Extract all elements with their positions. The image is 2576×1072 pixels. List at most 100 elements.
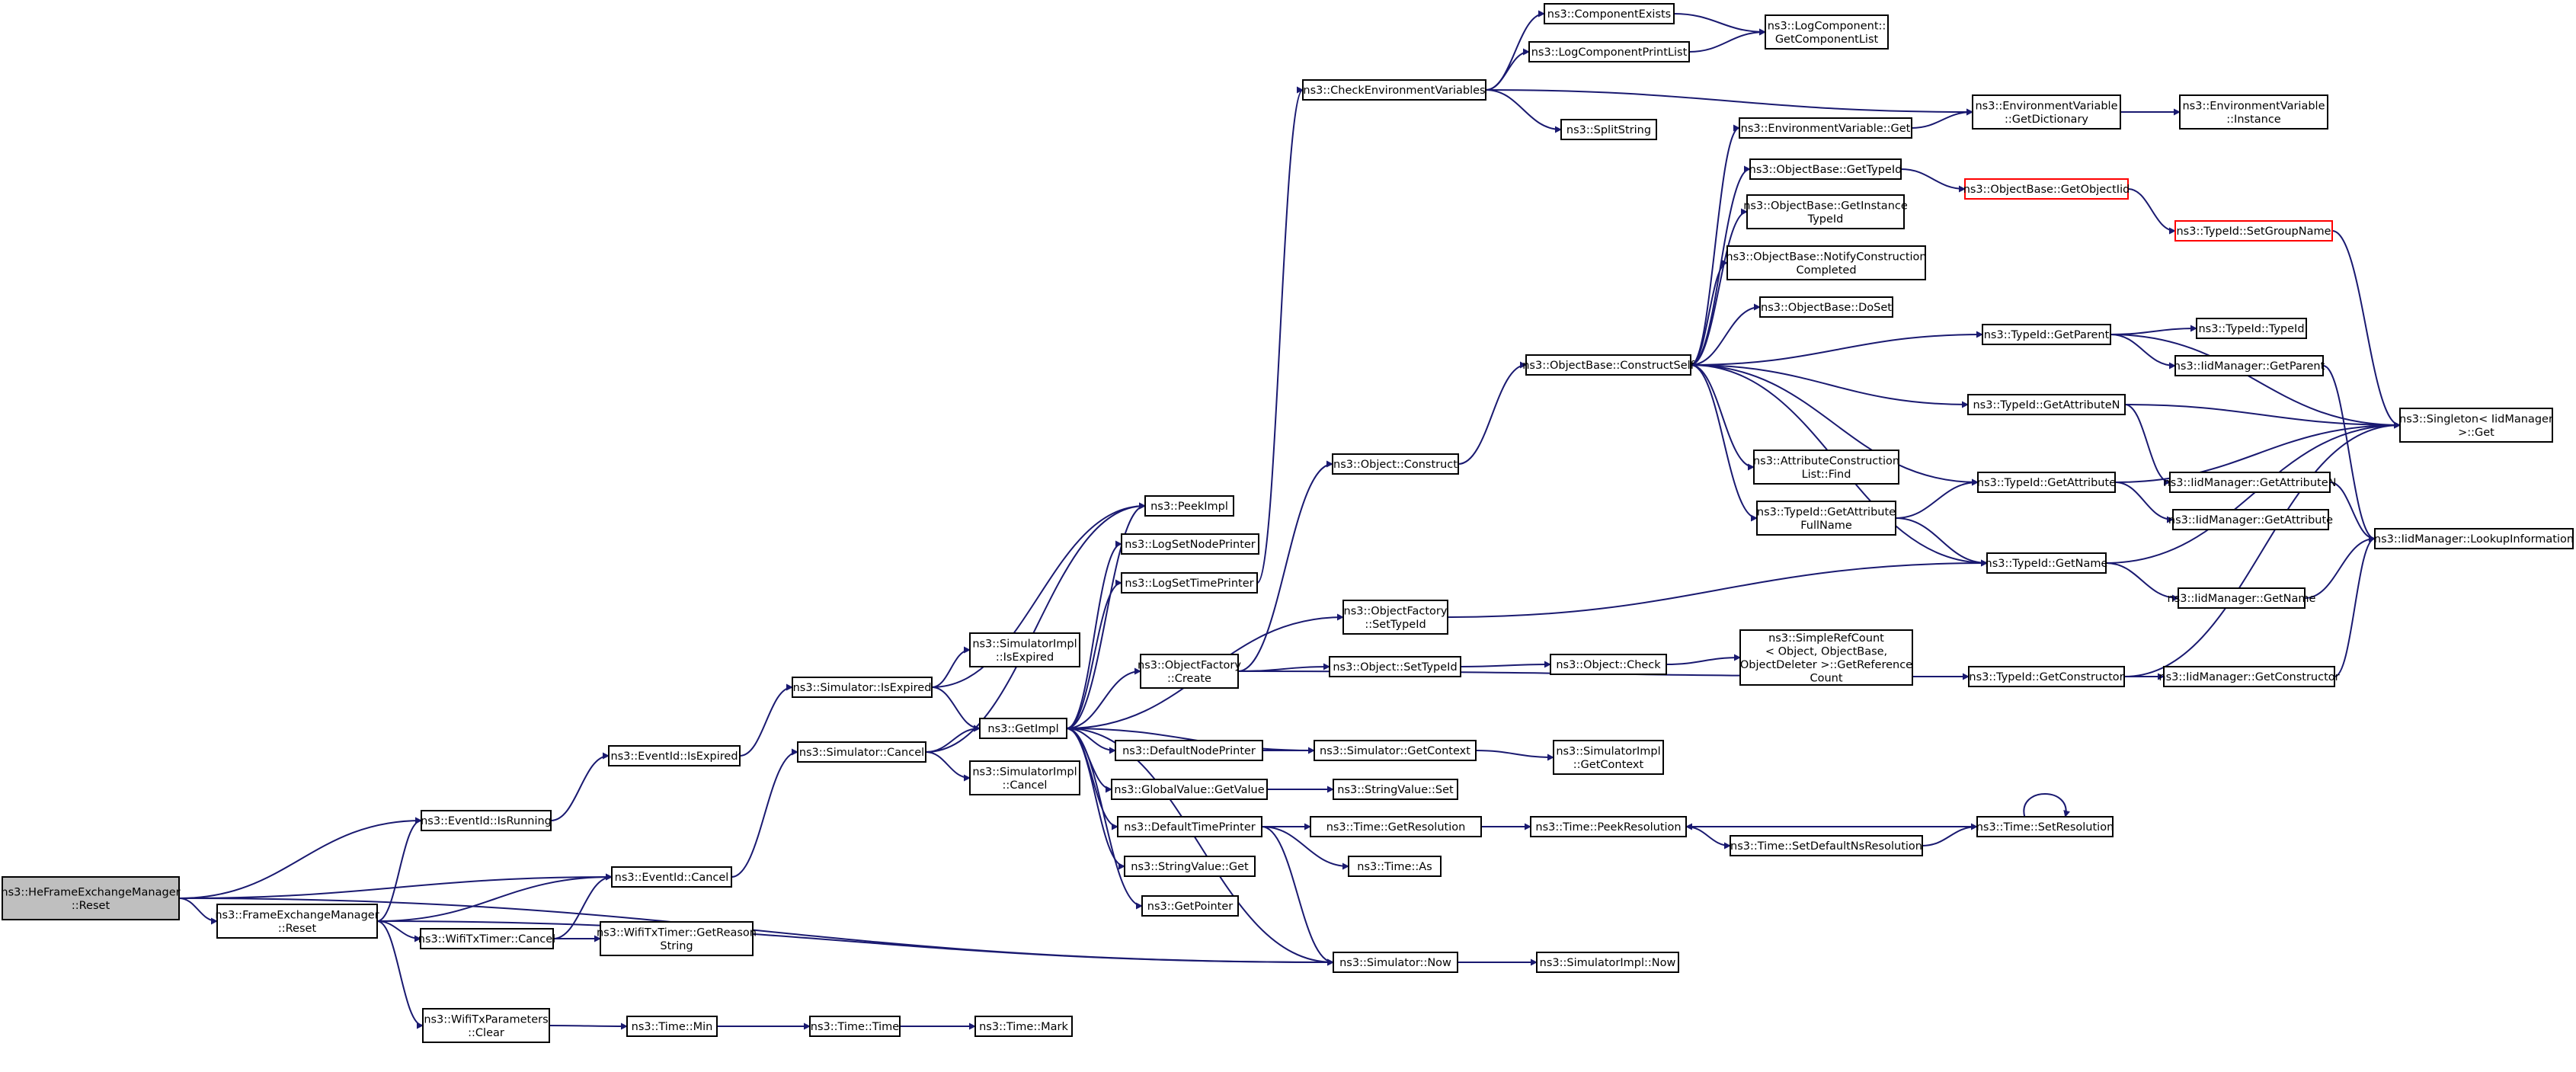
node-peek-impl[interactable]: ns3::PeekImpl (1144, 495, 1234, 517)
node-obj-base-construct-self[interactable]: ns3::ObjectBase::ConstructSelf (1522, 354, 1695, 376)
node-box (1141, 895, 1239, 917)
call-edge-iid-mgr-get-constructor-to-iid-mgr-lookup-info (2334, 535, 2376, 677)
node-type-id-get-parent[interactable]: ns3::TypeId::GetParent (1982, 324, 2111, 345)
node-iid-mgr-lookup-info[interactable]: ns3::IidManager::LookupInformation (2374, 528, 2574, 549)
node-log-set-time-printer[interactable]: ns3::LogSetTimePrinter (1121, 572, 1258, 594)
node-iid-mgr-get-constructor[interactable]: ns3::IidManager::GetConstructor (2158, 666, 2340, 687)
node-iid-mgr-get-attribute[interactable]: ns3::IidManager::GetAttribute (2168, 509, 2333, 530)
node-log-set-node-printer[interactable]: ns3::LogSetNodePrinter (1121, 533, 1259, 555)
node-time-time[interactable]: ns3::Time::Time (809, 1016, 901, 1037)
node-type-id-type-id[interactable]: ns3::TypeId::TypeId (2196, 318, 2307, 339)
node-type-id-set-group-name[interactable]: ns3::TypeId::SetGroupName (2174, 220, 2333, 242)
node-time-get-resolution[interactable]: ns3::Time::GetResolution (1310, 816, 1482, 837)
node-sim-cancel[interactable]: ns3::Simulator::Cancel (797, 741, 926, 763)
node-label: ns3::Object::Construct (1333, 459, 1458, 471)
node-sim-impl-now[interactable]: ns3::SimulatorImpl::Now (1536, 952, 1679, 973)
node-iid-mgr-get-parent[interactable]: ns3::IidManager::GetParent (2174, 355, 2325, 376)
node-default-time-printer[interactable]: ns3::DefaultTimePrinter (1117, 816, 1262, 837)
node-get-pointer[interactable]: ns3::GetPointer (1141, 895, 1239, 917)
node-label: ns3::IidManager::GetConstructor (2158, 671, 2339, 683)
node-sim-impl-cancel[interactable]: ns3::SimulatorImpl::Cancel (969, 760, 1080, 795)
node-get-impl[interactable]: ns3::GetImpl (979, 718, 1067, 739)
node-wifi-tx-params-clear[interactable]: ns3::WifiTxParameters::Clear (422, 1008, 550, 1043)
node-global-value-get-value[interactable]: ns3::GlobalValue::GetValue (1111, 779, 1268, 800)
node-wifi-tx-timer-cancel[interactable]: ns3::WifiTxTimer::Cancel (418, 928, 555, 949)
call-edge-obj-base-get-object-iid-to-type-id-set-group-name (2127, 188, 2176, 235)
node-log-comp-get-list[interactable]: ns3::LogComponent::GetComponentList (1765, 14, 1889, 50)
node-env-var-get[interactable]: ns3::EnvironmentVariable::Get (1739, 117, 1912, 139)
node-sim-is-expired[interactable]: ns3::Simulator::IsExpired (792, 677, 933, 698)
node-env-var-instance[interactable]: ns3::EnvironmentVariable::Instance (2179, 94, 2328, 130)
node-obj-factory-create[interactable]: ns3::ObjectFactory::Create (1138, 654, 1241, 689)
node-object-set-type-id[interactable]: ns3::Object::SetTypeId (1329, 656, 1461, 677)
call-edge-event-id-is-expired-to-sim-is-expired (739, 683, 793, 757)
node-event-id-is-expired[interactable]: ns3::EventId::IsExpired (608, 745, 741, 766)
call-edge-time-set-default-ns-res-to-time-set-resolution (1922, 823, 1978, 846)
node-obj-base-notify-construction[interactable]: ns3::ObjectBase::NotifyConstructionCompl… (1726, 245, 1927, 280)
node-simple-ref-count-get-ref[interactable]: ns3::SimpleRefCount< Object, ObjectBase,… (1739, 629, 1913, 686)
node-object-check[interactable]: ns3::Object::Check (1550, 654, 1667, 675)
node-label: ns3::Object::Check (1556, 659, 1661, 671)
node-string-value-get[interactable]: ns3::StringValue::Get (1124, 856, 1256, 877)
node-event-id-cancel[interactable]: ns3::EventId::Cancel (611, 866, 732, 888)
node-label: ns3::LogSetTimePrinter (1125, 578, 1253, 590)
call-edge-event-id-cancel-to-sim-cancel (731, 748, 798, 878)
node-obj-base-get-type-id[interactable]: ns3::ObjectBase::GetTypeId (1749, 158, 1902, 180)
node-type-id-get-constructor[interactable]: ns3::TypeId::GetConstructor (1968, 666, 2125, 687)
call-edge-obj-factory-create-to-object-construct (1237, 460, 1333, 672)
node-obj-base-do-set[interactable]: ns3::ObjectBase::DoSet (1759, 296, 1893, 318)
node-event-id-is-running[interactable]: ns3::EventId::IsRunning (421, 810, 552, 831)
node-label: ns3::StringValue::Set (1337, 784, 1454, 796)
node-log-component-print-list[interactable]: ns3::LogComponentPrintList (1528, 41, 1690, 62)
node-string-value-set[interactable]: ns3::StringValue::Set (1333, 779, 1458, 800)
node-time-set-resolution[interactable]: ns3::Time::SetResolution (1976, 816, 2114, 837)
node-time-min[interactable]: ns3::Time::Min (626, 1016, 718, 1037)
node-time-mark[interactable]: ns3::Time::Mark (974, 1016, 1073, 1037)
call-edge-obj-base-construct-self-to-type-id-get-attr-full-name (1690, 364, 1758, 522)
node-he-fem-reset[interactable]: ns3::HeFrameExchangeManager::Reset (1, 876, 181, 920)
node-label: ns3::EnvironmentVariable::Get (1741, 123, 1911, 135)
node-iid-mgr-get-attribute-n[interactable]: ns3::IidManager::GetAttributeN (2163, 472, 2337, 493)
node-label: GetComponentList (1775, 34, 1879, 46)
call-edge-type-id-get-parent-to-type-id-type-id (2110, 325, 2197, 335)
node-box (1739, 117, 1912, 139)
node-fem-reset[interactable]: ns3::FrameExchangeManager::Reset (215, 904, 379, 939)
node-iid-mgr-get-name[interactable]: ns3::IidManager::GetName (2168, 587, 2316, 609)
node-split-string[interactable]: ns3::SplitString (1560, 119, 1657, 140)
node-obj-factory-set-type-id[interactable]: ns3::ObjectFactory::SetTypeId (1342, 600, 1448, 635)
call-edge-type-id-get-attr-full-name-to-type-id-get-name (1895, 517, 1988, 567)
node-label: ns3::ObjectFactory (1344, 605, 1448, 617)
node-check-env-vars[interactable]: ns3::CheckEnvironmentVariables (1302, 79, 1486, 101)
call-edge-time-set-resolution-to-time-set-resolution (2023, 793, 2071, 818)
node-singleton-get[interactable]: ns3::Singleton< IidManager>::Get (2399, 408, 2553, 443)
node-time-peek-resolution[interactable]: ns3::Time::PeekResolution (1530, 816, 1687, 837)
node-default-node-printer[interactable]: ns3::DefaultNodePrinter (1115, 740, 1263, 761)
node-object-construct[interactable]: ns3::Object::Construct (1332, 453, 1459, 475)
node-time-set-default-ns-res[interactable]: ns3::Time::SetDefaultNsResolution (1730, 835, 1923, 856)
node-box (1550, 654, 1667, 675)
node-env-var-get-dict[interactable]: ns3::EnvironmentVariable::GetDictionary (1972, 94, 2121, 130)
node-type-id-get-attribute-n[interactable]: ns3::TypeId::GetAttributeN (1967, 394, 2126, 415)
node-sim-now[interactable]: ns3::Simulator::Now (1333, 952, 1458, 973)
node-time-as[interactable]: ns3::Time::As (1348, 856, 1442, 877)
node-box (1115, 740, 1263, 761)
node-sim-get-context[interactable]: ns3::Simulator::GetContext (1314, 740, 1477, 761)
node-sim-impl-get-context[interactable]: ns3::SimulatorImpl::GetContext (1553, 740, 1664, 775)
node-label: ns3::Simulator::Now (1339, 957, 1451, 969)
node-box (1333, 952, 1458, 973)
node-type-id-get-attribute[interactable]: ns3::TypeId::GetAttribute (1977, 472, 2116, 493)
node-type-id-get-name[interactable]: ns3::TypeId::GetName (1986, 552, 2108, 574)
node-box (1111, 779, 1268, 800)
node-label: ns3::ObjectBase::GetInstance (1743, 200, 1908, 212)
node-component-exists[interactable]: ns3::ComponentExists (1544, 3, 1675, 24)
call-edge-he-fem-reset-to-event-id-is-running (178, 817, 422, 899)
node-label: ns3::SimulatorImpl::Now (1540, 957, 1676, 969)
node-box (1749, 158, 1902, 180)
node-sim-impl-is-expired[interactable]: ns3::SimulatorImpl::IsExpired (969, 632, 1080, 667)
node-obj-base-get-object-iid[interactable]: ns3::ObjectBase::GetObjectIid (1963, 178, 2130, 200)
node-box (1986, 552, 2107, 574)
